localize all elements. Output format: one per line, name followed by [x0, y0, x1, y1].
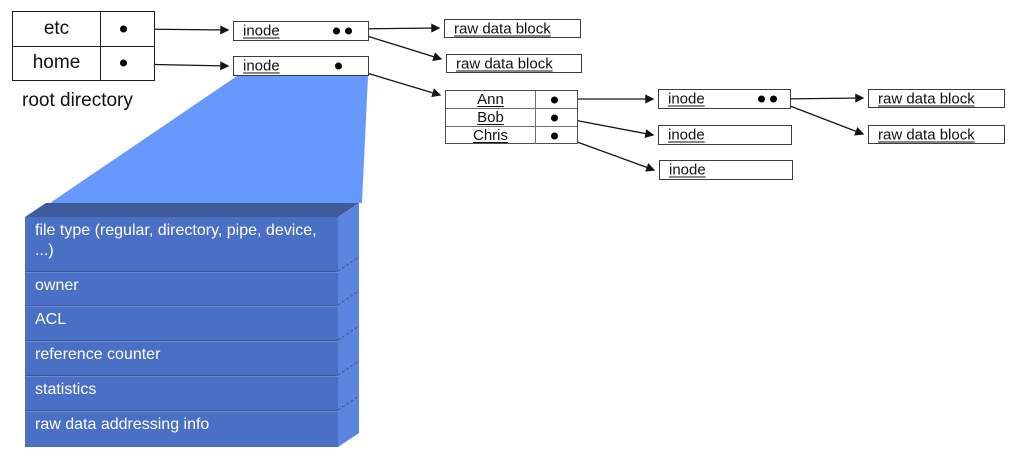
inode-label: inode [668, 90, 705, 108]
dir-entry-pointer [536, 109, 577, 126]
inode-label: inode [668, 126, 705, 144]
table-row: Bob [446, 108, 577, 126]
raw-data-block: raw data block [444, 19, 581, 38]
dir-entry-name: Ann [446, 91, 536, 108]
inode-label: inode [243, 22, 280, 40]
pointer-dot [551, 132, 558, 139]
block-side-face [338, 203, 359, 447]
pointer-dot [345, 27, 352, 35]
raw-data-block: raw data block [868, 125, 1005, 144]
block-side-separators [337, 256, 360, 411]
pointer-dot [120, 25, 127, 33]
dir-entry-pointer [101, 47, 154, 81]
inode-label: inode [669, 161, 706, 179]
arrow-inode-to-rawblock3 [777, 93, 865, 103]
inode-box-bob: inode [658, 125, 792, 145]
table-row: etc [13, 12, 154, 46]
root-directory-table: etc home [12, 11, 155, 81]
raw-data-block-label: raw data block [454, 20, 551, 37]
raw-data-block-label: raw data block [456, 55, 553, 72]
inode-field: file type (regular, directory, pipe, dev… [25, 217, 338, 271]
dir-entry-pointer [536, 91, 577, 108]
raw-data-block: raw data block [868, 89, 1005, 108]
raw-data-block-label: raw data block [878, 90, 975, 107]
home-directory-table: Ann Bob Chris [445, 90, 578, 144]
pointer-dot [551, 96, 558, 103]
inode-box-etc: inode [233, 21, 369, 41]
pointer-dot [333, 27, 340, 35]
inode-field: owner [25, 271, 338, 305]
pointer-dot [758, 95, 765, 103]
dir-entry-name: Bob [446, 109, 536, 126]
dir-entry-pointer [536, 127, 577, 144]
inode-label: inode [243, 57, 280, 75]
pointer-dot [120, 59, 127, 67]
inode-box-chris: inode [659, 160, 793, 180]
table-row: home [13, 45, 154, 81]
inode-field: statistics [25, 375, 338, 410]
pointer-dot [551, 114, 558, 121]
raw-data-block-label: raw data block [878, 126, 975, 143]
table-row: Chris [446, 126, 577, 144]
dir-entry-name: Chris [446, 127, 536, 144]
funnel-shape [50, 76, 368, 203]
pointer-dot [770, 95, 777, 103]
inode-box-ann: inode [658, 89, 791, 109]
dir-entry-name: home [13, 46, 101, 80]
raw-data-block: raw data block [446, 54, 582, 73]
table-row: Ann [446, 91, 577, 108]
dir-entry-pointer [101, 12, 154, 46]
inode-field: ACL [25, 305, 338, 340]
block-top-face [25, 203, 359, 217]
inode-field: raw data addressing info [25, 410, 338, 447]
inode-detail-block: file type (regular, directory, pipe, dev… [25, 217, 338, 447]
inode-box-home: inode [233, 56, 369, 76]
dir-entry-name: etc [13, 12, 101, 46]
pointer-dot [335, 62, 342, 70]
inode-field: reference counter [25, 340, 338, 375]
arrow-inode-to-rawblock4 [776, 100, 865, 136]
root-directory-caption: root directory [22, 90, 133, 111]
